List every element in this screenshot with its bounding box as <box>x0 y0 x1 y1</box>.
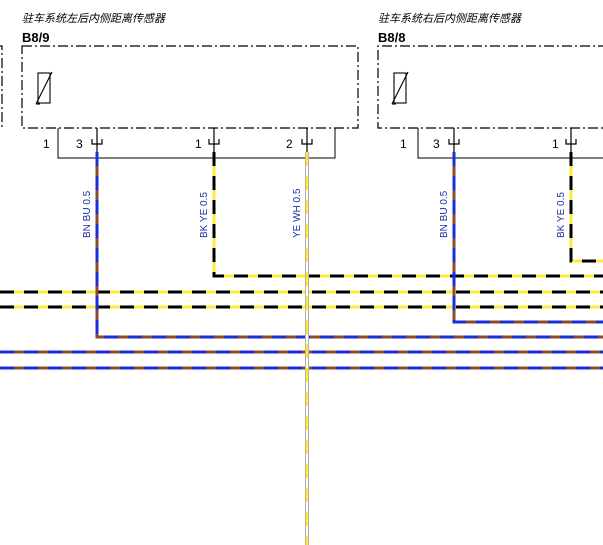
component-description-left: 驻车系统左后内侧距离传感器 <box>22 12 166 25</box>
pin-label-left-1b: 1 <box>195 137 202 151</box>
component-code-right: B8/8 <box>378 30 405 45</box>
pin-terminals <box>91 128 577 152</box>
wire-label-left-ye-wh: YE WH 0.5 <box>292 188 303 238</box>
wire-left-bk-ye <box>212 152 603 278</box>
pin-label-left-3: 3 <box>76 137 83 151</box>
terminal-right-3 <box>448 128 460 152</box>
terminal-left-3 <box>91 128 103 152</box>
wire-label-right-bn-bu: BN BU 0.5 <box>439 190 450 238</box>
pin-label-left-2: 2 <box>286 137 293 151</box>
connector-right <box>417 128 603 159</box>
terminal-right-1 <box>565 128 577 152</box>
wire-label-left-bk-ye: BK YE 0.5 <box>199 192 210 238</box>
terminal-left-1 <box>208 128 220 152</box>
pin-label-right-1b: 1 <box>552 137 559 151</box>
wire-left-bn-bu <box>95 152 603 339</box>
wire-label-left-bn-bu: BN BU 0.5 <box>82 190 93 238</box>
component-box-left <box>21 45 359 129</box>
pin-label-left-1a: 1 <box>43 137 50 151</box>
pin-label-right-3: 3 <box>433 137 440 151</box>
terminal-left-2 <box>301 128 313 152</box>
component-box-right <box>377 45 603 129</box>
component-description-right: 驻车系统右后内侧距离传感器 <box>378 12 522 25</box>
wire-right-bk-ye <box>569 152 603 263</box>
pin-label-right-1a: 1 <box>400 137 407 151</box>
wire-right-bn-bu <box>452 152 603 324</box>
wire-label-right-bk-ye: BK YE 0.5 <box>556 192 567 238</box>
sensor-icon-right <box>391 71 409 105</box>
sensor-icon-left <box>35 71 53 105</box>
connector-left <box>57 128 336 159</box>
component-box-left-partial <box>0 45 3 129</box>
component-code-left: B8/9 <box>22 30 49 45</box>
